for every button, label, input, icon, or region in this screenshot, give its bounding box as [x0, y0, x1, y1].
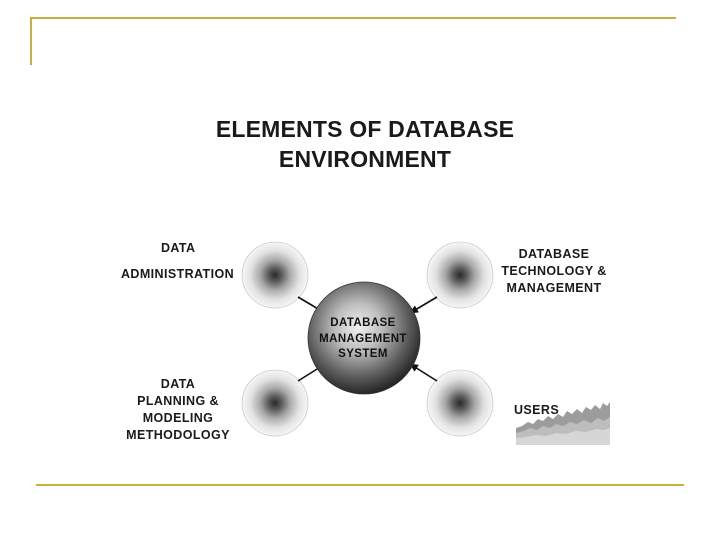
center-label-line-2: MANAGEMENT — [319, 332, 407, 345]
label-users: USERS — [514, 402, 559, 419]
label-data-planning-line-4: METHODOLOGY — [126, 428, 230, 442]
label-database-technology-line-2: TECHNOLOGY & — [501, 264, 607, 278]
node-circle-data-administration — [241, 241, 309, 309]
node-circle-users — [426, 369, 494, 437]
node-circle-database-technology — [426, 241, 494, 309]
slide-frame-top-line — [30, 17, 676, 19]
label-data-administration-line-1: DATA — [161, 241, 196, 255]
slide-frame-left-line — [30, 17, 32, 65]
label-users-line-1: USERS — [514, 403, 560, 417]
title-line-2: ENVIRONMENT — [278, 146, 452, 172]
label-data-planning-line-2: PLANNING & — [137, 394, 219, 408]
slide-title: ELEMENTS OF DATABASE ENVIRONMENT — [160, 114, 570, 174]
label-data-administration-line-2: ADMINISTRATION — [121, 267, 234, 281]
label-database-technology-line-3: MANAGEMENT — [506, 281, 602, 295]
label-data-planning-line-3: MODELING — [142, 411, 214, 425]
arrow-database-technology — [409, 296, 438, 314]
title-line-1: ELEMENTS OF DATABASE — [215, 116, 515, 142]
center-circle-dbms — [307, 281, 421, 395]
slide-frame-bottom-line — [36, 484, 684, 486]
crowd-silhouette-icon — [516, 402, 610, 445]
node-circle-data-planning — [241, 369, 309, 437]
center-label-dbms: DATABASE MANAGEMENT SYSTEM — [305, 316, 421, 363]
center-label-line-1: DATABASE — [330, 317, 396, 329]
label-database-technology-line-1: DATABASE — [518, 247, 590, 261]
arrow-users — [409, 363, 438, 382]
label-data-planning-line-1: DATA — [160, 377, 196, 391]
label-data-administration: DATA ADMINISTRATION — [121, 240, 234, 283]
label-data-planning: DATA PLANNING & MODELING METHODOLOGY — [124, 376, 232, 444]
label-database-technology: DATABASE TECHNOLOGY & MANAGEMENT — [500, 246, 608, 297]
center-label-line-3: SYSTEM — [338, 348, 388, 360]
